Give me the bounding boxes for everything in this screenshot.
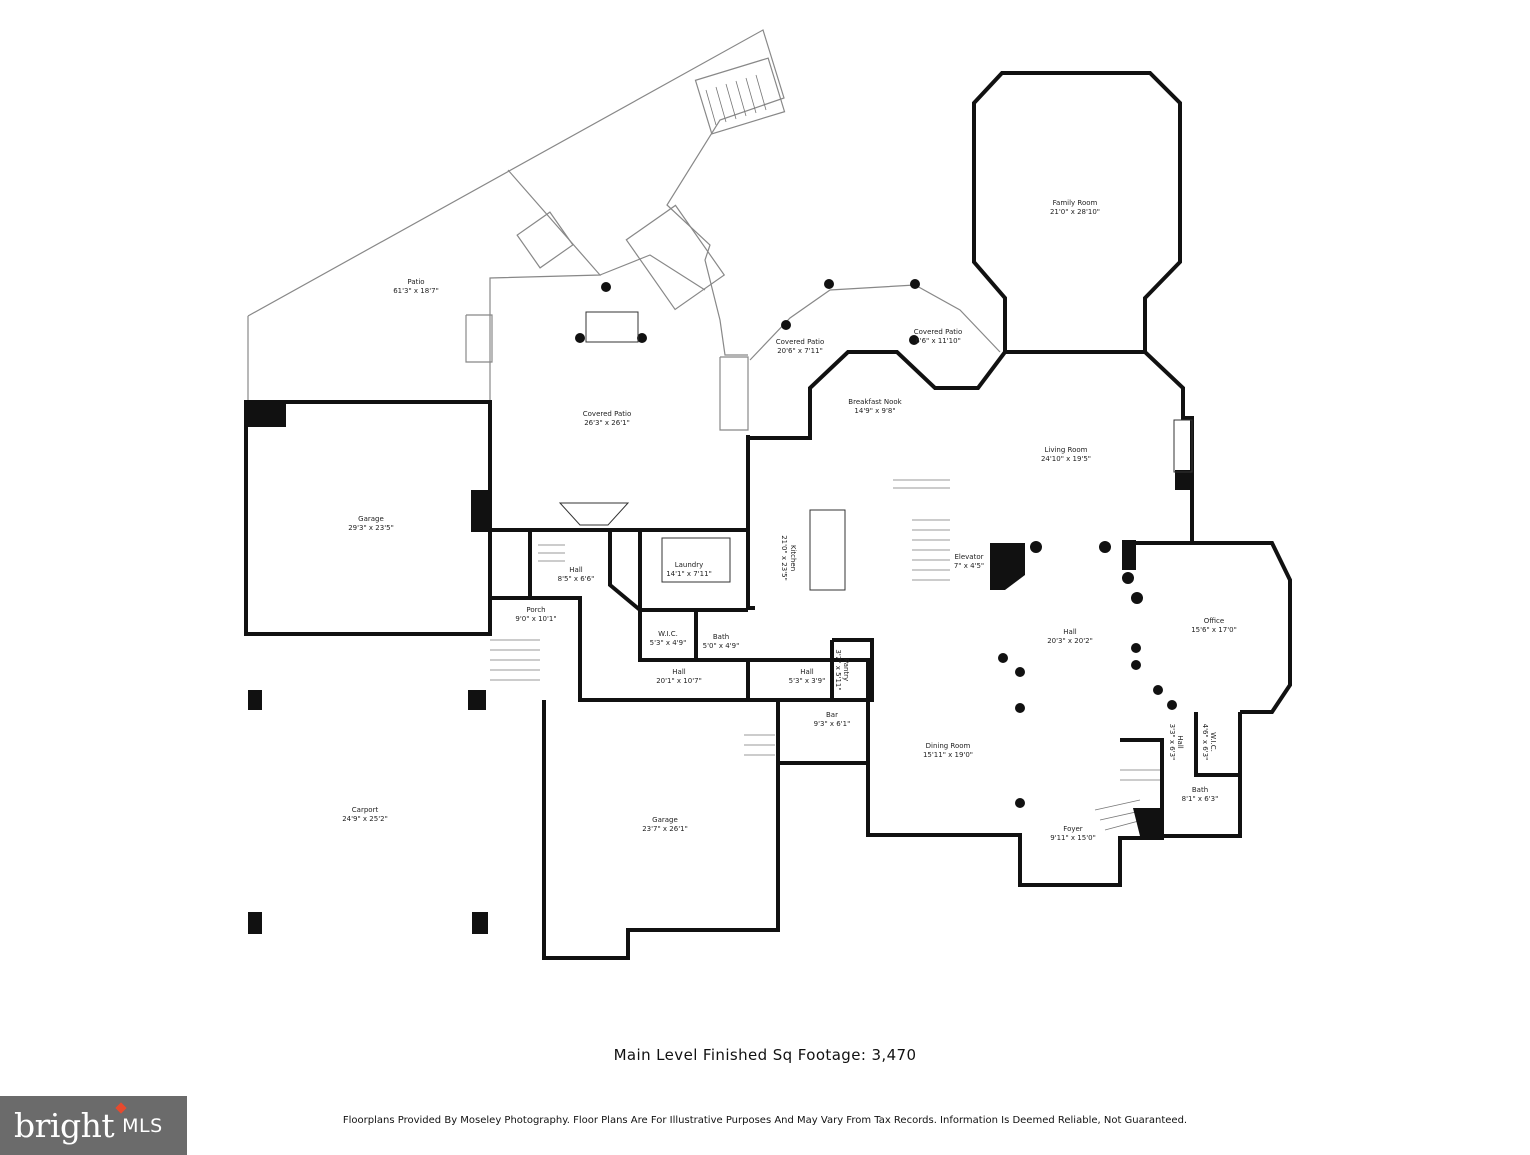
- stair-lines: [490, 74, 1160, 831]
- disclaimer-text: Floorplans Provided By Moseley Photograp…: [342, 1115, 1188, 1126]
- column-blocks: [246, 279, 1193, 934]
- label-wic-1: W.I.C.5'3" x 4'9": [650, 630, 687, 647]
- svg-text:Hall3'3" x 6'3": Hall3'3" x 6'3": [1168, 724, 1184, 761]
- walls: [244, 71, 1292, 960]
- label-kitchen: Kitchen21'0" x 23'5": [780, 535, 797, 581]
- patio-outlines: [247, 29, 1001, 431]
- label-pantry: Pantry3'7" x 5'11": [834, 649, 850, 690]
- sq-footage-caption: Main Level Finished Sq Footage: 3,470: [613, 1046, 917, 1064]
- svg-text:W.I.C.4'6" x 6'3": W.I.C.4'6" x 6'3": [1201, 724, 1217, 761]
- label-hall-4: Hall3'3" x 6'3": [1168, 724, 1184, 761]
- svg-text:Kitchen21'0" x 23'5": Kitchen21'0" x 23'5": [780, 535, 797, 581]
- logo-spark-icon: [115, 1102, 127, 1114]
- logo-suffix: MLS: [122, 1114, 163, 1137]
- logo-word: bright: [14, 1106, 115, 1145]
- svg-text:Pantry3'7" x 5'11": Pantry3'7" x 5'11": [834, 649, 850, 690]
- bright-mls-logo: bright MLS: [0, 1096, 187, 1155]
- fixtures: [558, 311, 1193, 591]
- label-wic-2: W.I.C.4'6" x 6'3": [1201, 724, 1217, 761]
